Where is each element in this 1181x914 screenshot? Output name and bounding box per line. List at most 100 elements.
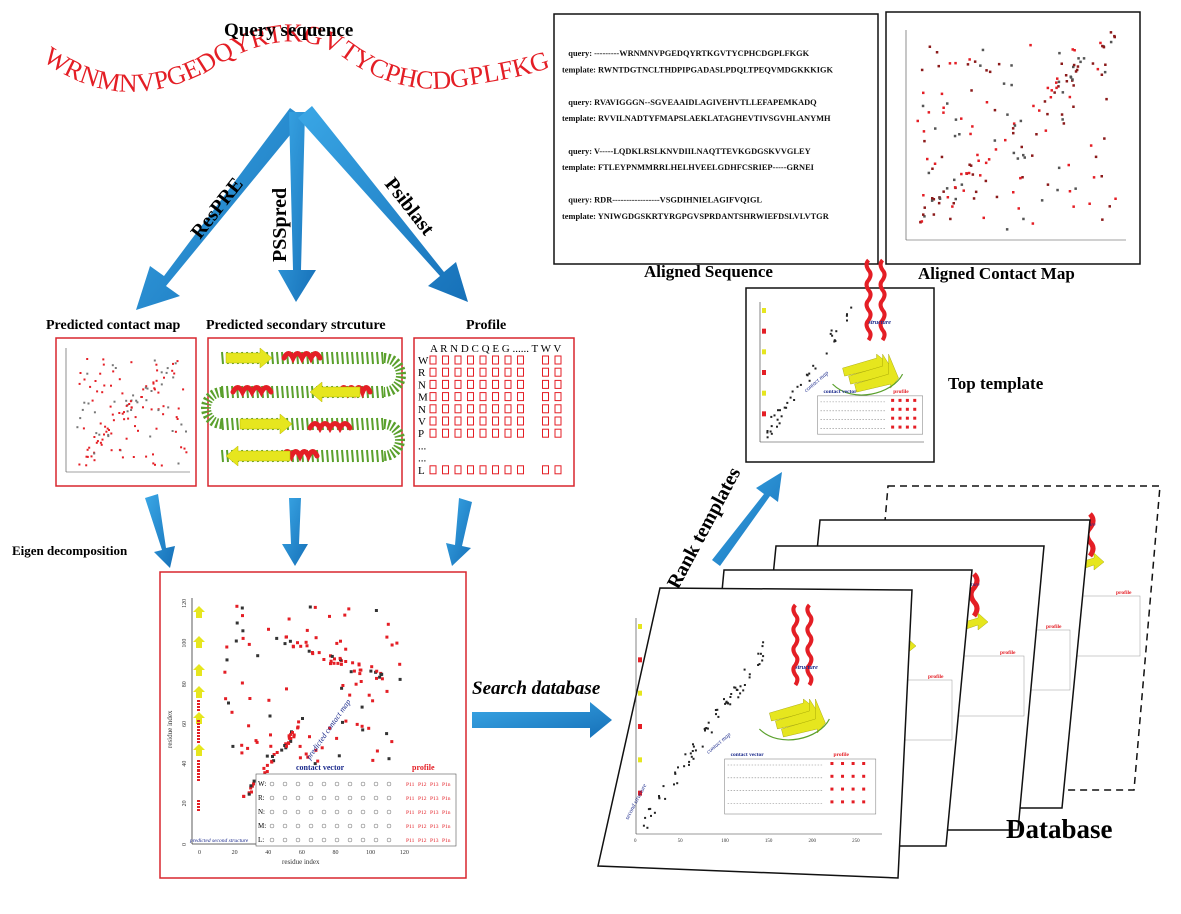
acm-dot <box>919 221 922 224</box>
acm-dot <box>958 133 961 136</box>
acm-dot <box>1023 156 1026 159</box>
coil-segment <box>221 449 224 463</box>
profile-cell <box>454 355 462 365</box>
contact-dot <box>174 430 177 433</box>
fp-contact-dot <box>250 790 253 794</box>
fp-contact-dot <box>240 743 244 747</box>
fp-contact-dot <box>223 670 227 674</box>
coil-segment <box>381 385 384 399</box>
fp-helix-dot <box>197 732 200 734</box>
tpl-dot <box>833 339 836 342</box>
tpl-dot <box>683 765 686 768</box>
tpl-ss-mark <box>762 349 766 355</box>
contact-dot <box>135 399 138 402</box>
contact-dot <box>113 400 116 403</box>
fp-ytick: 40 <box>182 761 188 767</box>
acm-dot <box>1105 97 1108 101</box>
fp-xtick: 60 <box>299 850 305 856</box>
contact-dot <box>99 372 102 375</box>
contact-dot <box>160 383 163 386</box>
coil-segment <box>336 351 339 365</box>
query-sequence-title: Query sequence <box>224 20 354 41</box>
profile-cell <box>542 404 549 414</box>
profile-cell <box>517 379 524 389</box>
profile-cell <box>554 379 562 389</box>
fp-contact-dot <box>265 770 269 773</box>
acm-dot <box>1079 60 1082 64</box>
profile-cell <box>442 465 449 475</box>
acm-dot <box>971 125 974 128</box>
tpl-dot <box>845 314 848 317</box>
fp-vec-cell <box>373 837 379 843</box>
contact-dot <box>162 405 165 408</box>
profile-cell <box>442 367 449 377</box>
contact-dot <box>93 436 96 438</box>
acm-dot <box>1005 228 1009 231</box>
fp-contact-dot <box>241 629 245 633</box>
fp-contact-dot <box>240 751 244 755</box>
tpl-dot <box>647 808 650 811</box>
profile-cell <box>467 416 474 426</box>
fp-contact-dot <box>248 697 252 700</box>
acm-dot <box>922 213 925 216</box>
profile-cell <box>554 404 562 414</box>
fp-strand <box>193 712 205 724</box>
tpl-loop <box>832 373 904 396</box>
fp-contact-dot <box>304 752 308 756</box>
contact-dot <box>150 408 153 411</box>
contact-dot <box>121 412 124 415</box>
fp-row-letter: L: <box>258 836 264 844</box>
profile-cell <box>479 392 487 402</box>
fp-contact-dot <box>254 739 258 743</box>
contact-dot <box>130 409 133 411</box>
tpl-p-cell <box>905 407 909 411</box>
acm-dot <box>1099 41 1102 45</box>
contact-dot <box>99 422 102 425</box>
fp-contact-dot <box>339 662 343 666</box>
contact-dot <box>177 407 180 410</box>
fp-ss-label: predicted second structure <box>189 838 249 844</box>
fp-vec-cell <box>321 809 327 815</box>
contact-dot <box>99 441 102 444</box>
alignment-line: template: YNIWGDGSKRTYRGPGVSPRDANTSHRWIE… <box>562 212 830 221</box>
contact-dot <box>102 363 105 366</box>
secondary-structure-drawing <box>201 347 406 467</box>
coil-segment <box>366 449 369 463</box>
tpl-dot <box>766 430 769 432</box>
acm-dot <box>984 179 988 183</box>
fp-contact-dot <box>359 680 363 683</box>
tpl-dot <box>831 334 834 337</box>
contact-dot <box>129 400 132 403</box>
fp-contact-dot <box>263 771 267 775</box>
fp-contact-dot <box>375 669 379 673</box>
tpl-structure-label: structure <box>794 665 818 671</box>
acm-dot <box>1091 62 1095 65</box>
fp-vec-cell <box>334 823 340 829</box>
tpl-ss-mark <box>638 724 642 729</box>
fp-contact-dot <box>285 687 288 691</box>
fp-ytick: 0 <box>182 843 188 846</box>
tpl-dot <box>789 396 792 399</box>
contact-dot <box>153 359 156 362</box>
fp-vec-cell <box>373 795 379 801</box>
acm-dot <box>932 213 936 216</box>
coil-segment <box>301 385 304 399</box>
tpl-xtick: 50 <box>678 839 684 844</box>
fp-contact-dot <box>304 640 308 644</box>
database-sheet <box>597 587 913 879</box>
fp-strand <box>193 744 205 756</box>
top-template-label: Top template <box>948 374 1044 393</box>
acm-dot <box>1013 124 1017 127</box>
fp-contact-dot <box>284 742 288 746</box>
contact-dot <box>112 370 115 373</box>
acm-dot <box>1088 202 1091 205</box>
fp-strand <box>193 686 205 698</box>
profile-cell <box>442 379 449 389</box>
secondary-structure-title: Predicted secondary strcuture <box>206 318 386 333</box>
fp-contact-dot <box>291 645 295 649</box>
fp-strand <box>193 606 205 618</box>
fp-helix-dot <box>197 803 200 805</box>
fp-contact-dot <box>298 756 302 760</box>
profile-cell <box>442 404 449 414</box>
